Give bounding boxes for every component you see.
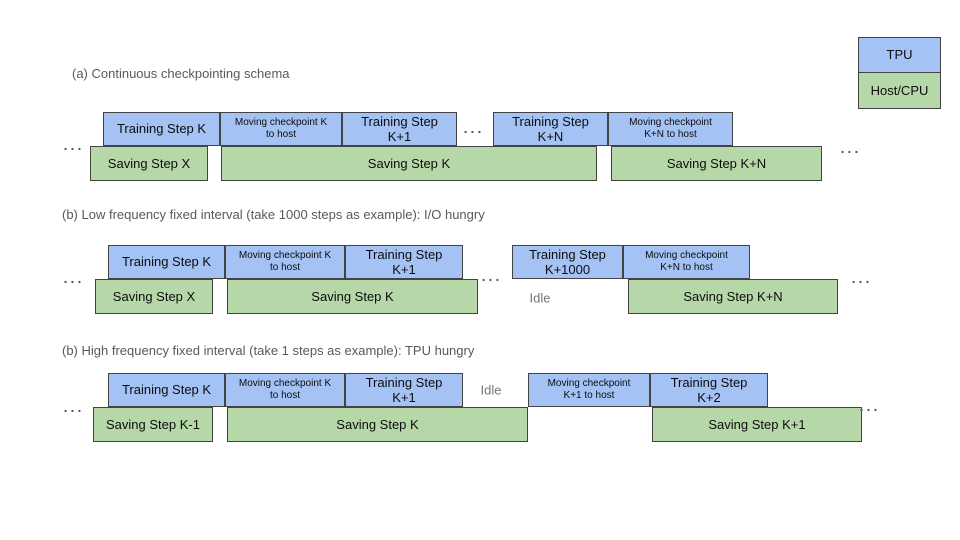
tpu-block-b-training-step-k1000: Training Step K+1000 (512, 245, 623, 279)
tpu-block-b-training-step-k1: Training Step K+1 (345, 245, 463, 279)
ellipsis-right-c: ... (859, 398, 881, 414)
tpu-block-b-moving-checkpoint-kn: Moving checkpoint K+N to host (623, 245, 750, 279)
ellipsis-right-b: ... (851, 270, 873, 286)
idle-label-c: Idle (480, 382, 502, 398)
tpu-block-c-training-step-k: Training Step K (108, 373, 225, 407)
tpu-block-a-training-step-k: Training Step K (103, 112, 220, 146)
host-block-c-saving-step-k1: Saving Step K+1 (652, 407, 862, 442)
idle-label-b: Idle (529, 290, 551, 306)
host-block-c-saving-step-k-1: Saving Step K-1 (93, 407, 213, 442)
section-b-heading: (b) Low frequency fixed interval (take 1… (62, 207, 485, 222)
ellipsis-left-c: ... (63, 399, 85, 415)
tpu-block-c-moving-checkpoint-k1: Moving checkpoint K+1 to host (528, 373, 650, 407)
host-block-a-saving-step-kn: Saving Step K+N (611, 146, 822, 181)
tpu-block-c-training-step-k1: Training Step K+1 (345, 373, 463, 407)
tpu-block-c-moving-checkpoint-k: Moving checkpoint K to host (225, 373, 345, 407)
ellipsis-right-a: ... (840, 140, 862, 156)
legend-host-cpu-swatch: Host/CPU (858, 72, 941, 109)
tpu-block-a-training-step-kn: Training Step K+N (493, 112, 608, 146)
ellipsis-mid-b: ... (481, 268, 503, 284)
ellipsis-left-a: ... (63, 137, 85, 153)
legend-tpu-swatch: TPU (858, 37, 941, 73)
ellipsis-left-b: ... (63, 270, 85, 286)
tpu-block-b-training-step-k: Training Step K (108, 245, 225, 279)
tpu-block-a-moving-checkpoint-kn: Moving checkpoint K+N to host (608, 112, 733, 146)
host-block-c-saving-step-k: Saving Step K (227, 407, 528, 442)
host-block-a-saving-step-x: Saving Step X (90, 146, 208, 181)
tpu-block-a-moving-checkpoint-k: Moving checkpoint K to host (220, 112, 342, 146)
host-block-b-saving-step-x: Saving Step X (95, 279, 213, 314)
section-c-heading: (b) High frequency fixed interval (take … (62, 343, 475, 358)
section-a-heading: (a) Continuous checkpointing schema (72, 66, 290, 81)
tpu-block-c-training-step-k2: Training Step K+2 (650, 373, 768, 407)
host-block-b-saving-step-k: Saving Step K (227, 279, 478, 314)
host-block-b-saving-step-kn: Saving Step K+N (628, 279, 838, 314)
tpu-block-b-moving-checkpoint-k: Moving checkpoint K to host (225, 245, 345, 279)
tpu-block-a-training-step-k1: Training Step K+1 (342, 112, 457, 146)
ellipsis-mid-a: ... (463, 120, 485, 136)
host-block-a-saving-step-k: Saving Step K (221, 146, 597, 181)
